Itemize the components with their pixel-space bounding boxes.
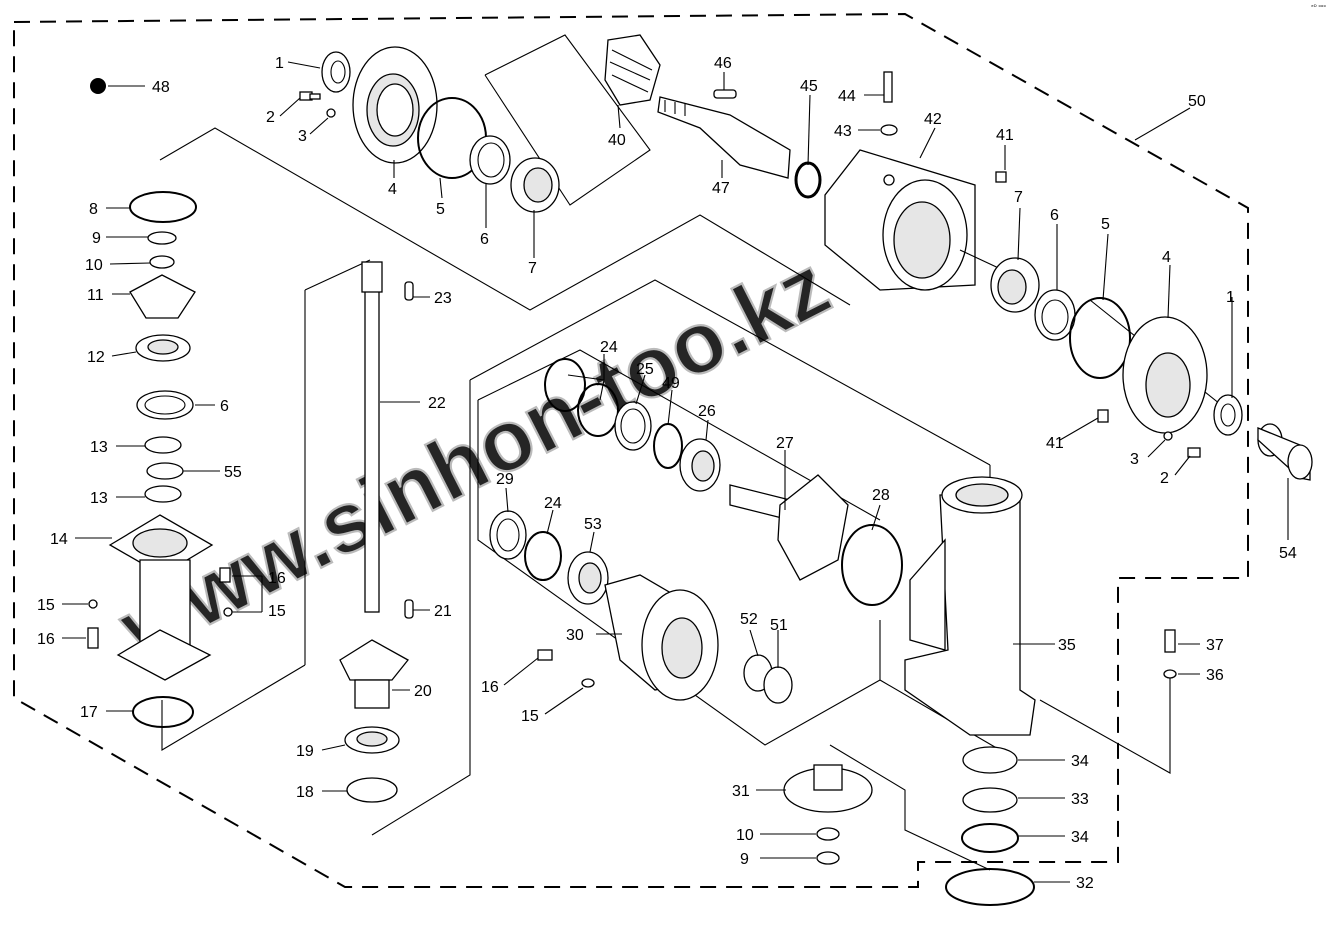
label-16b: 16 [268,570,286,587]
label-21: 21 [434,603,452,620]
label-15b: 15 [268,603,286,620]
label-22: 22 [428,395,446,412]
label-51: 51 [770,617,788,634]
label-1b: 1 [1226,289,1235,306]
label-45: 45 [800,78,818,95]
label-24a: 24 [600,339,618,356]
label-19: 19 [296,743,314,760]
label-35: 35 [1058,637,1076,654]
label-4a: 4 [388,181,397,198]
label-47: 47 [712,180,730,197]
label-14: 14 [50,531,68,548]
label-24b: 24 [544,495,562,512]
label-2b: 2 [1160,470,1169,487]
label-6c: 6 [220,398,229,415]
label-25: 25 [636,361,654,378]
label-18: 18 [296,784,314,801]
label-8: 8 [89,201,98,218]
label-11: 11 [87,287,104,304]
label-54: 54 [1279,545,1297,562]
label-6b: 6 [1050,207,1059,224]
label-16c: 16 [481,679,499,696]
vertical-shaft-group [304,259,471,836]
label-37: 37 [1206,637,1224,654]
label-32: 32 [1076,875,1094,892]
label-43: 43 [834,123,852,140]
label-34a: 34 [1071,753,1089,770]
label-3b: 3 [1130,451,1139,468]
label-2a: 2 [266,109,275,126]
label-5a: 5 [436,201,445,218]
label-4b: 4 [1162,249,1171,266]
label-13a: 13 [90,439,108,456]
label-6a: 6 [480,231,489,248]
label-44: 44 [838,88,856,105]
label-31: 31 [732,783,750,800]
label-3a: 3 [298,128,307,145]
label-36: 36 [1206,667,1224,684]
label-33: 33 [1071,791,1089,808]
label-7b: 7 [1014,189,1023,206]
label-41a: 41 [996,127,1014,144]
label-29: 29 [496,471,514,488]
label-30: 30 [566,627,584,644]
label-12: 12 [87,349,105,366]
label-15a: 15 [37,597,55,614]
center-gear-group [469,279,991,746]
label-15c: 15 [521,708,539,725]
label-13b: 13 [90,490,108,507]
label-1a: 1 [275,55,284,72]
assembly-boundary [13,12,1249,888]
label-16a: 16 [37,631,55,648]
label-50: 50 [1188,93,1206,110]
label-5b: 5 [1101,216,1110,233]
label-41b: 41 [1046,435,1064,452]
label-52: 52 [740,611,758,628]
label-9b: 9 [740,851,749,868]
label-10a: 10 [85,257,103,274]
label-10b: 10 [736,827,754,844]
label-40: 40 [608,132,626,149]
label-55: 55 [224,464,242,481]
label-48: 48 [152,79,170,96]
label-17: 17 [80,704,98,721]
label-49: 49 [662,375,680,392]
leader-lines [62,61,1289,883]
label-20: 20 [414,683,432,700]
label-27: 27 [776,435,794,452]
label-42: 42 [924,111,942,128]
right-flange-group [959,249,1313,481]
label-46: 46 [714,55,732,72]
label-53: 53 [584,516,602,533]
label-26: 26 [698,403,716,420]
label-23: 23 [434,290,452,307]
corner-mark: ᵉᴰ ᵒᵒᵒ [1311,4,1326,11]
top-flange-group [299,34,1007,291]
label-7a: 7 [528,260,537,277]
watermark: www.sinhon-too.kz [104,237,844,677]
label-9a: 9 [92,230,101,247]
part-labels: 48 1 2 3 4 5 6 7 40 46 47 45 44 43 42 41… [37,55,1297,892]
label-28: 28 [872,487,890,504]
lower-housing-group [783,465,1177,906]
label-34b: 34 [1071,829,1089,846]
left-output-stack [87,78,851,751]
grease-ball [90,78,106,94]
